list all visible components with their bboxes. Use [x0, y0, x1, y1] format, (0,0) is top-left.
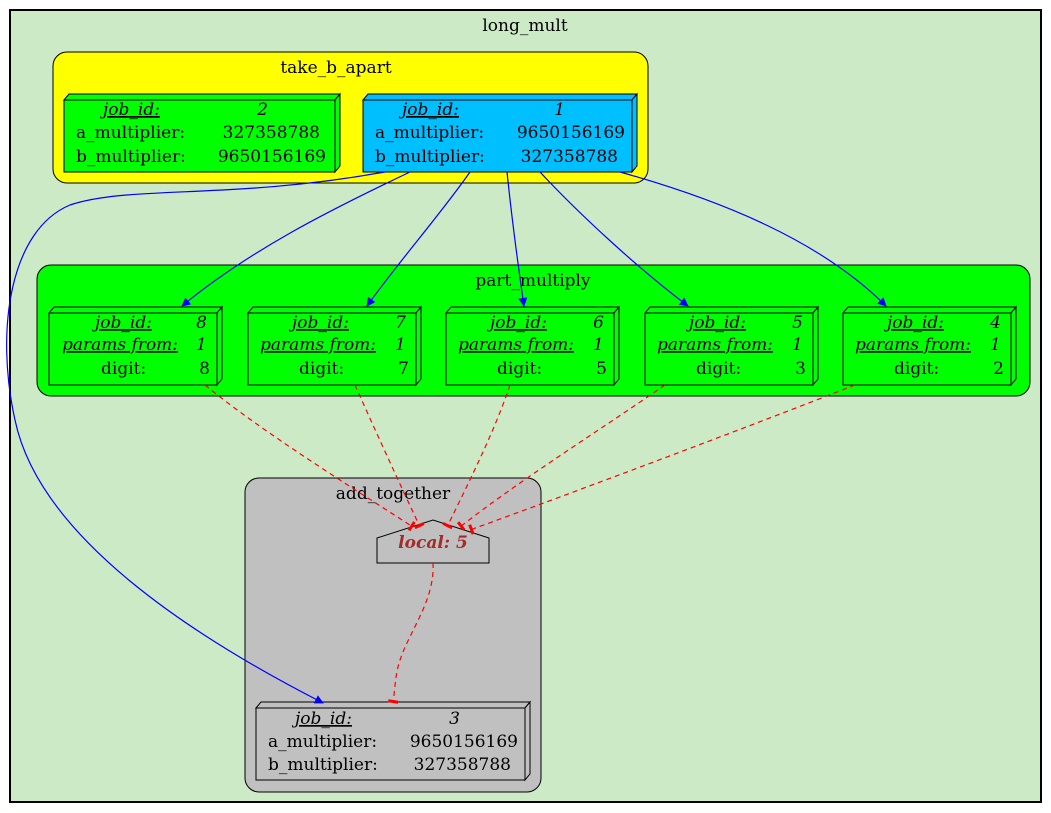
job-4-from-label: params from: [855, 335, 971, 355]
job-2-id-value: 2 [256, 100, 268, 120]
job-node-6[interactable]: job_id: 6 params from: 1 digit: 5 [444, 305, 621, 387]
job-1-b-label: b_multiplier: [375, 147, 485, 167]
edge-job4-to-local [468, 384, 856, 535]
job-1-a-label: a_multiplier: [375, 123, 484, 143]
job-1-b-value: 327358788 [521, 147, 618, 167]
job-5-from-value: 1 [792, 335, 803, 355]
edge-job5-to-local [456, 384, 666, 531]
job-2-b-value: 9650156169 [218, 147, 326, 167]
job-1-a-value: 9650156169 [517, 123, 625, 143]
job-1-id-label: job_id: [398, 100, 459, 120]
cluster-long-mult-label: long_mult [482, 16, 568, 36]
job-6-digit-label: digit: [497, 359, 542, 379]
job-3-b-label: b_multiplier: [268, 755, 378, 775]
job-5-digit-value: 3 [795, 359, 806, 379]
job-1-id-value: 1 [554, 100, 565, 120]
job-5-id-value: 5 [792, 313, 803, 333]
job-6-from-label: params from: [458, 335, 574, 355]
job-3-id-label: job_id: [291, 709, 352, 729]
job-7-digit-value: 7 [398, 359, 409, 379]
job-node-8[interactable]: job_id: 8 params from: 1 digit: 8 [47, 305, 224, 387]
job-node-2[interactable]: job_id: 2 a_multiplier: 327358788 b_mult… [62, 92, 342, 174]
job-2-b-label: b_multiplier: [76, 147, 186, 167]
job-3-b-value: 327358788 [414, 755, 511, 775]
edge-local-to-job3 [388, 562, 434, 704]
job-7-digit-label: digit: [299, 359, 344, 379]
job-3-id-value: 3 [449, 709, 460, 729]
job-8-from-value: 1 [196, 335, 207, 355]
job-6-digit-value: 5 [596, 359, 607, 379]
job-5-id-label: job_id: [685, 313, 746, 333]
local-semaphore-label: local: 5 [398, 533, 468, 553]
job-7-from-label: params from: [260, 335, 376, 355]
edge-job7-to-local [354, 384, 425, 530]
job-node-4[interactable]: job_id: 4 params from: 1 digit: 2 [841, 305, 1018, 387]
edge-job6-to-local [442, 384, 511, 530]
job-8-id-value: 8 [196, 313, 207, 333]
job-4-from-value: 1 [990, 335, 1001, 355]
edge-job1-to-job7 [366, 171, 471, 307]
job-7-id-label: job_id: [288, 313, 349, 333]
job-8-id-label: job_id: [91, 313, 152, 333]
cluster-part-multiply-label: part_multiply [475, 271, 591, 291]
job-7-id-value: 7 [395, 313, 406, 333]
job-5-digit-label: digit: [696, 359, 741, 379]
job-6-id-value: 6 [593, 313, 604, 333]
job-node-3[interactable]: job_id: 3 a_multiplier: 9650156169 b_mul… [254, 700, 532, 782]
job-8-from-label: params from: [62, 335, 178, 355]
job-2-id-label: job_id: [99, 100, 160, 120]
job-8-digit-value: 8 [199, 359, 210, 379]
job-4-id-label: job_id: [883, 313, 944, 333]
job-2-a-value: 327358788 [223, 123, 320, 143]
job-node-7[interactable]: job_id: 7 params from: 1 digit: 7 [246, 305, 423, 387]
job-2-a-label: a_multiplier: [76, 123, 185, 143]
job-4-id-value: 4 [989, 313, 1001, 333]
cluster-take-b-apart-label: take_b_apart [280, 58, 391, 78]
job-7-from-value: 1 [395, 335, 406, 355]
job-5-from-label: params from: [657, 335, 773, 355]
job-6-from-value: 1 [593, 335, 604, 355]
cluster-add-together-label: add_together [336, 484, 451, 504]
job-4-digit-label: digit: [894, 359, 939, 379]
edge-job1-to-job3 [6, 171, 386, 704]
job-node-5[interactable]: job_id: 5 params from: 1 digit: 3 [643, 305, 820, 387]
job-3-a-label: a_multiplier: [268, 732, 377, 752]
edge-job1-to-job6 [506, 171, 528, 307]
job-6-id-label: job_id: [486, 313, 547, 333]
edge-job1-to-job8 [181, 171, 411, 307]
edge-job8-to-local [204, 384, 416, 532]
edge-job1-to-job4 [619, 171, 887, 307]
job-4-digit-value: 2 [993, 359, 1004, 379]
job-node-1[interactable]: job_id: 1 a_multiplier: 9650156169 b_mul… [361, 92, 639, 174]
job-3-a-value: 9650156169 [410, 732, 518, 752]
job-8-digit-label: digit: [101, 359, 146, 379]
edge-job1-to-job5 [539, 171, 689, 307]
